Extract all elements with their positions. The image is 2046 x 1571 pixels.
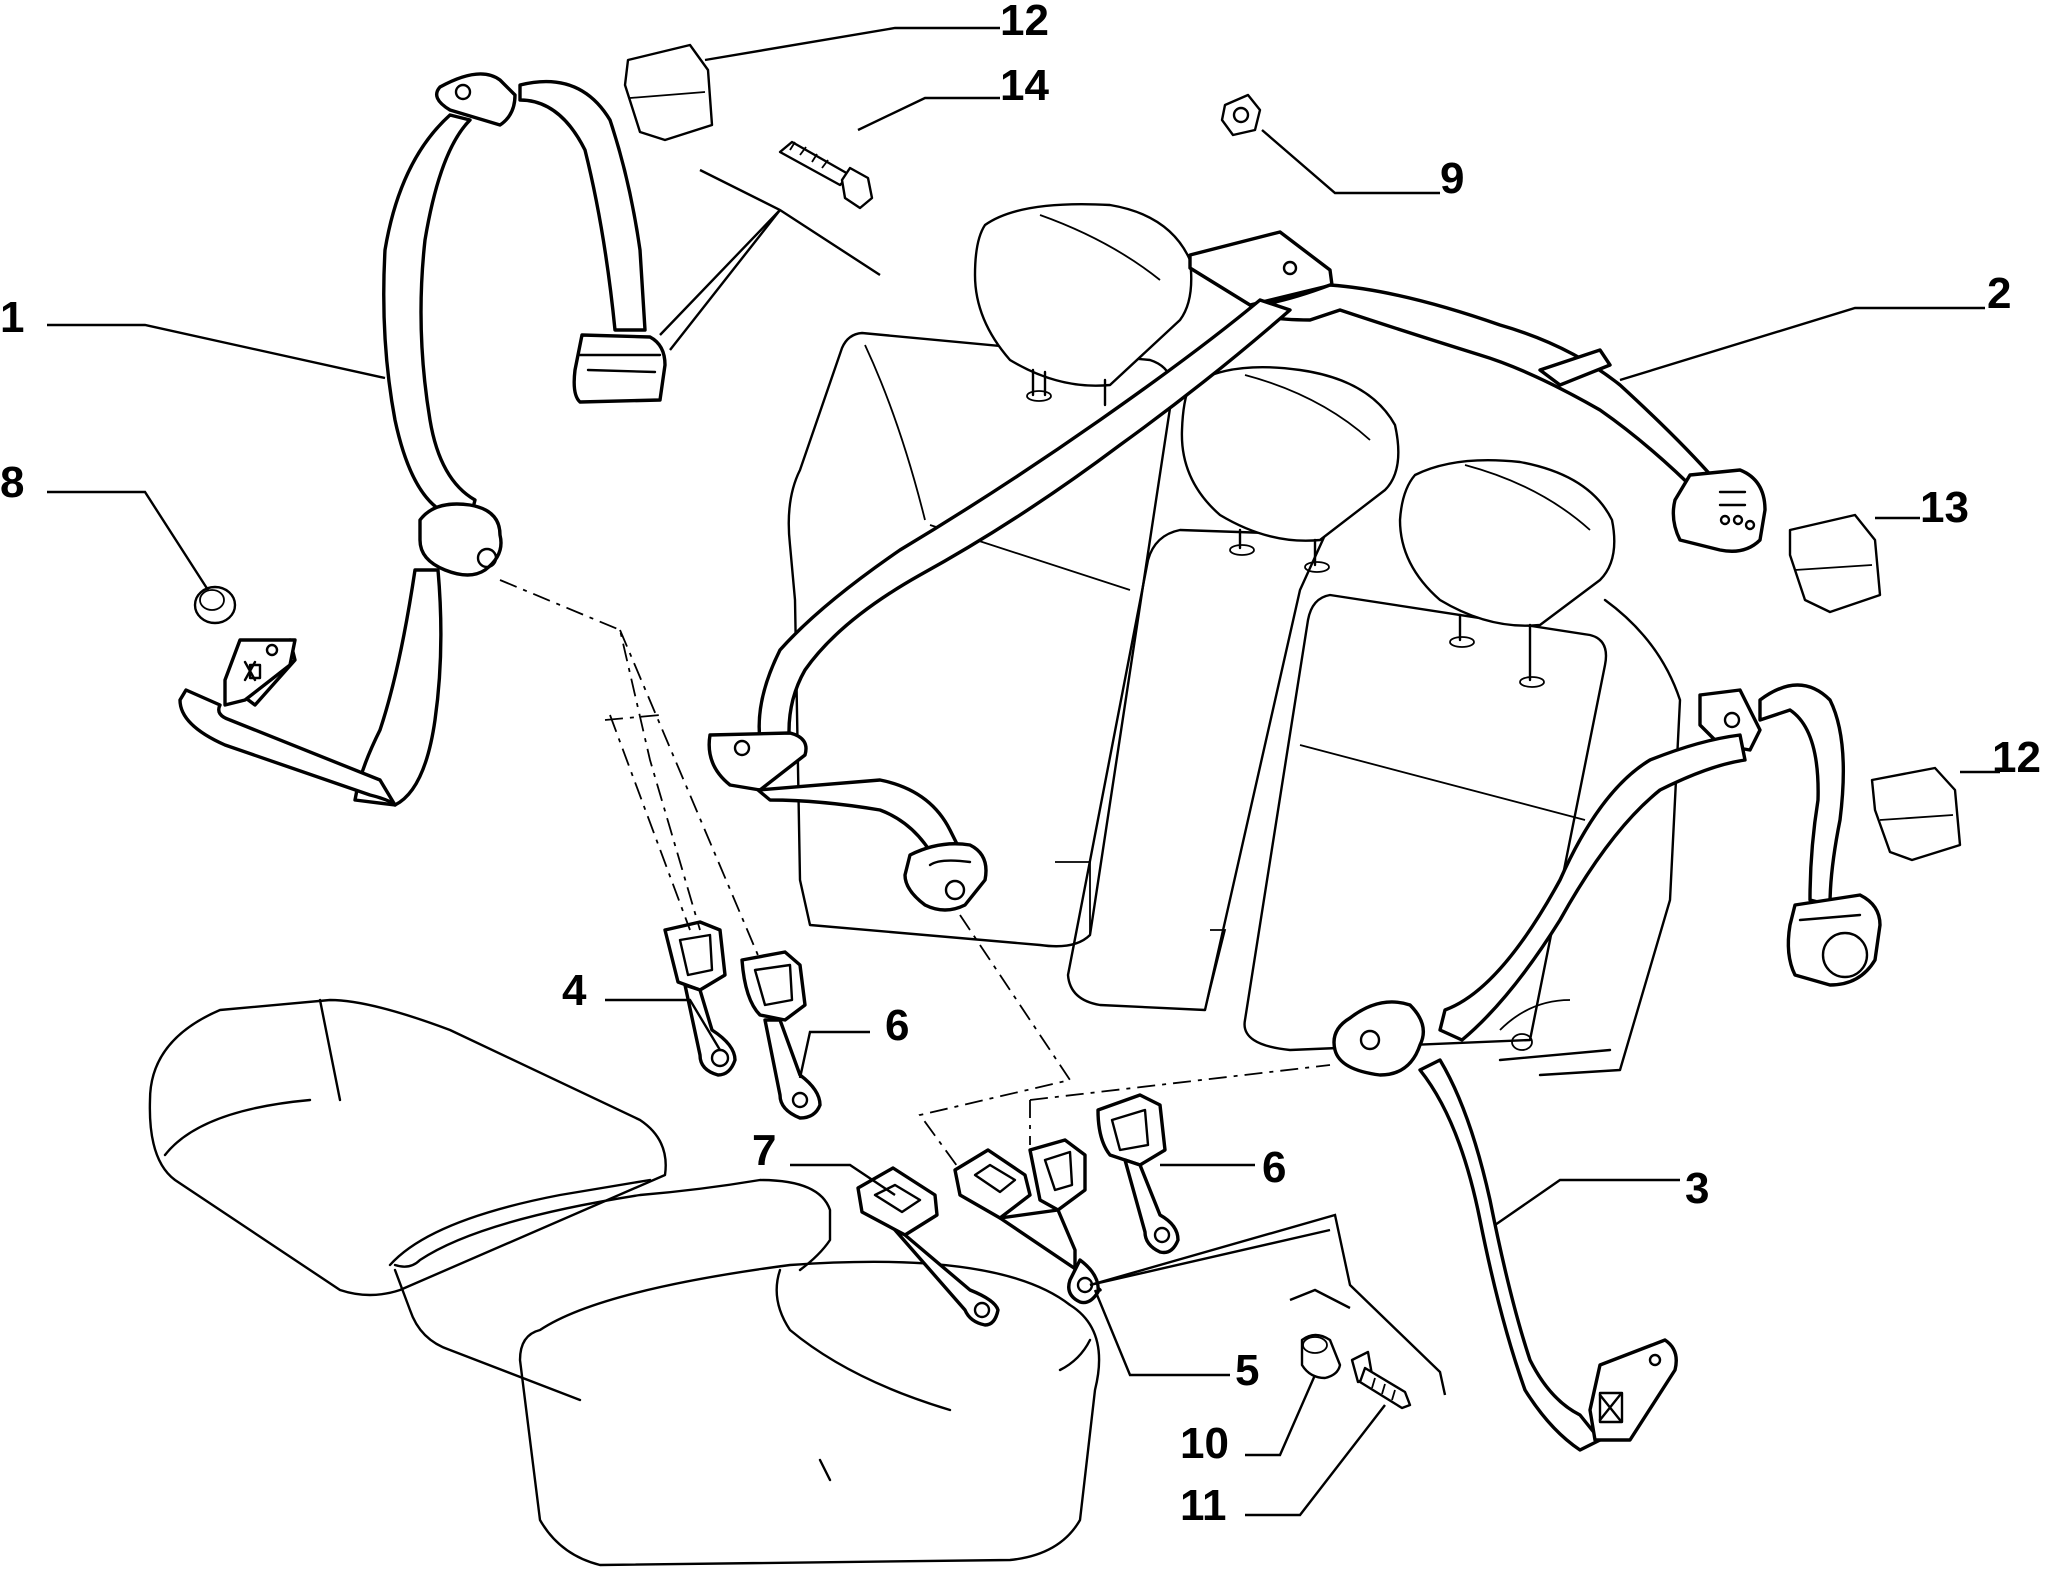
callout-1: 1: [0, 293, 24, 342]
headrest-right: [1398, 458, 1616, 688]
plug-8: [193, 585, 237, 625]
trim-cover-12-top: [623, 43, 714, 142]
center-seat-belt: [707, 230, 1767, 912]
trim-cover-13: [1788, 513, 1882, 614]
rear-seat-cushion: [148, 998, 1101, 1567]
buckle-4: [663, 920, 737, 1077]
callout-13: 13: [1920, 483, 1969, 532]
trim-cover-12-right: [1870, 766, 1962, 862]
buckle-5-double: [953, 1138, 1102, 1305]
callout-9: 9: [1440, 154, 1464, 203]
right-seat-belt: [1332, 683, 1882, 1452]
headrest-center: [1180, 365, 1400, 573]
callout-8: 8: [0, 458, 24, 507]
callout-5: 5: [1235, 1346, 1259, 1395]
callout-2: 2: [1987, 269, 2011, 318]
headrest-left: [973, 202, 1193, 407]
buckle-6-left: [740, 950, 822, 1120]
nut-9: [1220, 93, 1262, 137]
callout-11: 11: [1180, 1481, 1227, 1530]
spacer-10: [1300, 1333, 1342, 1380]
callout-3: 3: [1685, 1164, 1709, 1213]
callout-12-right: 12: [1992, 733, 2041, 782]
callout-14: 14: [1000, 61, 1049, 110]
callout-4: 4: [562, 966, 587, 1015]
rear-seat-backrest: [787, 331, 1682, 1077]
callout-6-right: 6: [1262, 1143, 1286, 1192]
leader-lines: [47, 26, 2000, 1517]
left-seat-belt: [178, 72, 667, 807]
grouping-lines: [499, 168, 1447, 1396]
buckle-6-right: [1096, 1093, 1180, 1255]
callout-10: 10: [1180, 1419, 1229, 1468]
callout-12-top: 12: [1000, 0, 1049, 45]
callout-7: 7: [752, 1126, 776, 1175]
callouts: 1 2 3 4 5 6 6 7 8 9 10 11 12 12 13 14: [0, 0, 2041, 1530]
callout-6-left: 6: [885, 1001, 909, 1050]
bolt-11: [1350, 1350, 1412, 1410]
bolt-14: [778, 140, 874, 210]
